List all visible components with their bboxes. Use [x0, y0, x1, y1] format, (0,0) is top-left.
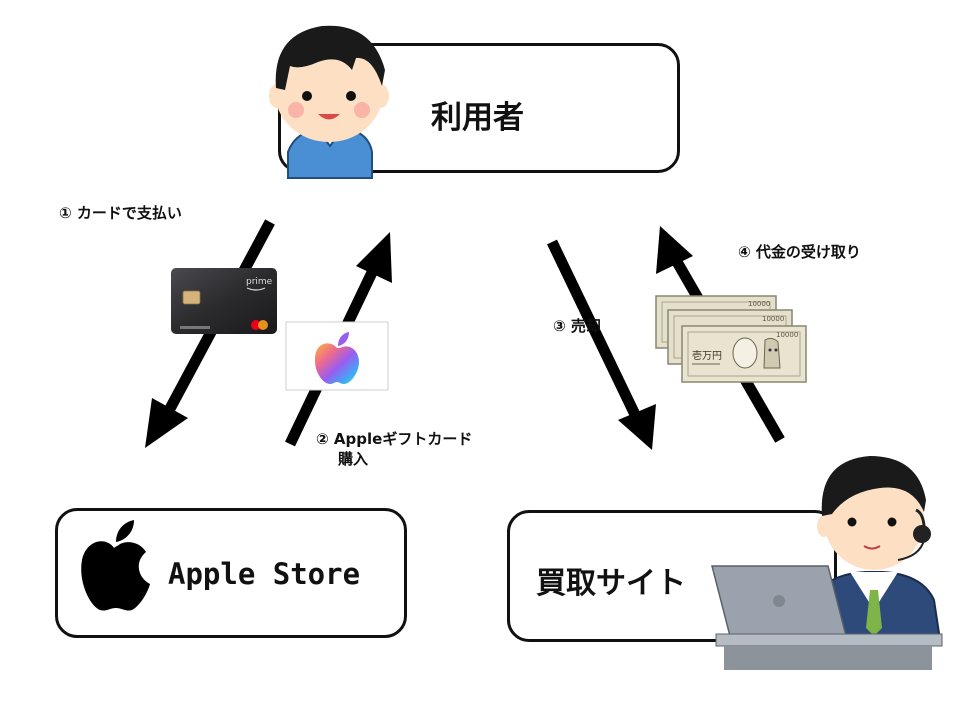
svg-text:10000: 10000: [762, 315, 784, 323]
arrow-step1: [145, 219, 275, 448]
step2-label-line2: 購入: [338, 450, 369, 468]
credit-card-icon: prime: [171, 268, 277, 334]
laptop-icon: [711, 565, 943, 670]
user-label: 利用者: [431, 100, 524, 136]
step2-label-line1: ② Appleギフトカード: [316, 430, 473, 448]
step4-label: ④ 代金の受け取り: [738, 243, 861, 261]
banknotes-icon: 10000 10000 壱万円 10000: [655, 295, 807, 383]
user-person-icon: [269, 25, 389, 179]
apple-gift-card-icon: [285, 321, 389, 391]
apple-logo-icon: [81, 520, 150, 611]
step1-label: ① カードで支払い: [59, 204, 182, 222]
buyback-site-label: 買取サイト: [536, 566, 686, 601]
arrow-step3: [547, 239, 656, 450]
card-brand-text: prime: [246, 277, 273, 287]
svg-text:10000: 10000: [776, 331, 798, 339]
svg-text:壱万円: 壱万円: [692, 349, 722, 362]
apple-store-label: Apple Store: [168, 557, 361, 591]
svg-text:10000: 10000: [748, 300, 770, 308]
step3-label: ③ 売却: [553, 317, 601, 335]
